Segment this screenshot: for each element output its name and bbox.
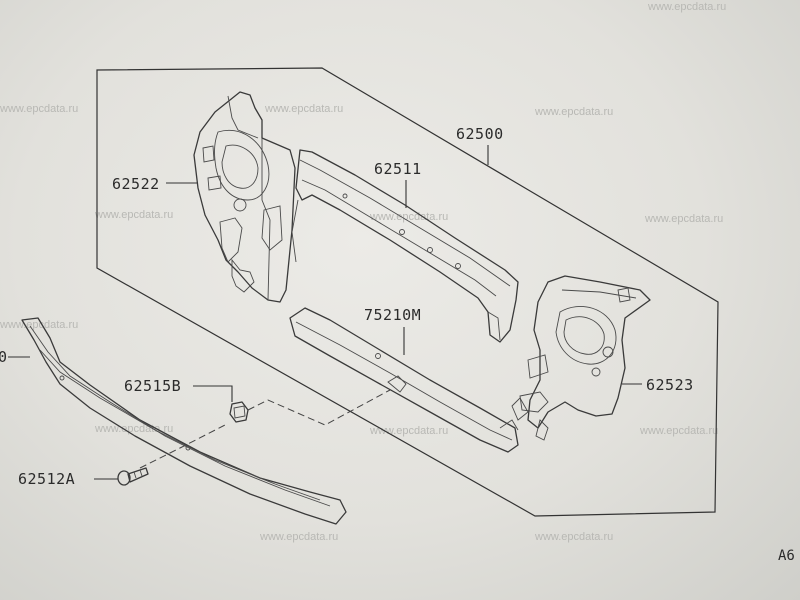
watermark: www.epcdata.ru xyxy=(264,103,343,115)
part-front-reinforcement xyxy=(21,317,347,525)
callout-62511: 62511 xyxy=(374,160,422,178)
watermark: www.epcdata.ru xyxy=(0,103,78,115)
callout-62500: 62500 xyxy=(456,125,504,143)
assembly-guide-line xyxy=(247,389,391,426)
assembly-frame xyxy=(96,67,719,517)
leader-lines xyxy=(8,145,642,480)
watermark: www.epcdata.ru xyxy=(94,423,173,435)
callout-62522: 62522 xyxy=(112,175,160,193)
watermark: www.epcdata.ru xyxy=(534,106,613,118)
part-75210M-lower-member xyxy=(289,307,519,453)
watermark: www.epcdata.ru xyxy=(647,1,726,13)
assembly-guide-line xyxy=(139,424,226,469)
watermark: www.epcdata.ru xyxy=(639,425,718,437)
callout-62515B: 62515B xyxy=(124,377,181,395)
callout-62523: 62523 xyxy=(646,376,694,394)
callout-62512A: 62512A xyxy=(18,470,75,488)
watermark: www.epcdata.ru xyxy=(94,209,173,221)
watermark: www.epcdata.ru xyxy=(369,425,448,437)
watermark: www.epcdata.ru xyxy=(534,531,613,543)
watermark: www.epcdata.ru xyxy=(259,531,338,543)
callout-cut-left: 0 xyxy=(0,348,8,366)
watermark-layer: www.epcdata.ru www.epcdata.ru www.epcdat… xyxy=(0,1,726,543)
figure-code: A6 xyxy=(778,548,795,564)
part-62515B-clip xyxy=(229,401,249,423)
part-62512A-screw xyxy=(117,467,149,486)
part-62522-left-panel xyxy=(193,91,296,303)
callout-75210M: 75210M xyxy=(364,306,421,324)
part-62523-right-panel xyxy=(511,275,651,441)
part-62511-upper-member xyxy=(291,149,519,343)
watermark: www.epcdata.ru xyxy=(644,213,723,225)
watermark: www.epcdata.ru xyxy=(0,319,78,331)
